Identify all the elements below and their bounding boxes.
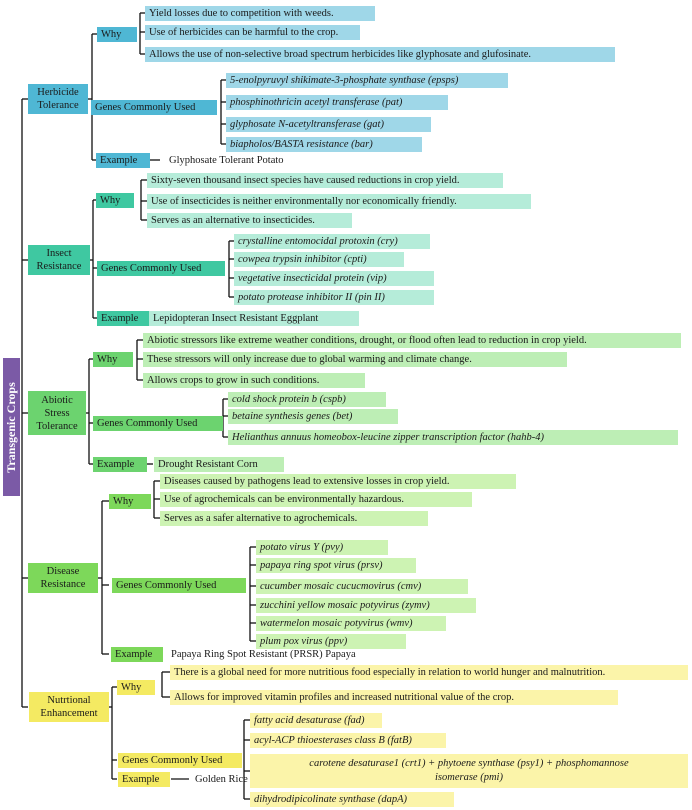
genes-label: Genes Commonly Used: [91, 100, 217, 115]
why-label: Why: [97, 27, 137, 42]
example-value: Lepidopteran Insect Resistant Eggplant: [149, 311, 359, 326]
genes-label: Genes Commonly Used: [118, 753, 242, 768]
gene-item: carotene desaturase1 (crt1) + phytoene s…: [250, 754, 688, 788]
example-label: Example: [118, 772, 170, 787]
reason-item: Serves as a safer alternative to agroche…: [160, 511, 428, 526]
why-label: Why: [96, 193, 134, 208]
gene-item: potato protease inhibitor II (pin II): [234, 290, 434, 305]
gene-item: phosphinothricin acetyl transferase (pat…: [226, 95, 448, 110]
gene-item: fatty acid desaturase (fad): [250, 713, 382, 728]
example-label: Example: [93, 457, 147, 472]
genes-label: Genes Commonly Used: [112, 578, 246, 593]
example-value: Golden Rice: [195, 774, 248, 785]
example-value: Glyphosate Tolerant Potato: [169, 155, 284, 166]
example-label: Example: [97, 311, 149, 326]
category-herbicide: Herbicide Tolerance: [28, 84, 88, 114]
root-node: Transgenic Crops: [3, 358, 20, 496]
reason-item: Yield losses due to competition with wee…: [145, 6, 375, 21]
category-disease: Disease Resistance: [28, 563, 98, 593]
reason-item: Allows the use of non-selective broad sp…: [145, 47, 615, 62]
gene-item: betaine synthesis genes (bet): [228, 409, 398, 424]
gene-item: cold shock protein b (cspb): [228, 392, 386, 407]
gene-item: potato virus Y (pvy): [256, 540, 388, 555]
gene-item: watermelon mosaic potyvirus (wmv): [256, 616, 446, 631]
example-value: Drought Resistant Corn: [154, 457, 284, 472]
category-abiotic: Abiotic Stress Tolerance: [28, 391, 86, 435]
gene-item: papaya ring spot virus (prsv): [256, 558, 416, 573]
reason-item: Allows for improved vitamin profiles and…: [170, 690, 618, 705]
gene-item: plum pox virus (ppv): [256, 634, 406, 649]
reason-item: These stressors will only increase due t…: [143, 352, 567, 367]
why-label: Why: [109, 494, 151, 509]
gene-item: biapholos/BASTA resistance (bar): [226, 137, 422, 152]
reason-item: Sixty-seven thousand insect species have…: [147, 173, 503, 188]
category-insect: Insect Resistance: [28, 245, 90, 275]
gene-item: cowpea trypsin inhibitor (cpti): [234, 252, 404, 267]
gene-item: dihydrodipicolinate synthase (dapA): [250, 792, 454, 807]
gene-item: Helianthus annuus homeobox-leucine zippe…: [228, 430, 678, 445]
gene-item: cucumber mosaic cucucmovirus (cmv): [256, 579, 468, 594]
genes-label: Genes Commonly Used: [93, 416, 223, 431]
reason-item: Diseases caused by pathogens lead to ext…: [160, 474, 516, 489]
gene-item: zucchini yellow mosaic potyvirus (zymv): [256, 598, 476, 613]
why-label: Why: [117, 680, 155, 695]
reason-item: Serves as an alternative to insecticides…: [147, 213, 352, 228]
category-nutrition: Nutrtional Enhancement: [29, 692, 109, 722]
reason-item: Abiotic stressors like extreme weather c…: [143, 333, 681, 348]
example-value: Papaya Ring Spot Resistant (PRSR) Papaya: [171, 649, 356, 660]
example-label: Example: [96, 153, 150, 168]
example-label: Example: [111, 647, 163, 662]
gene-item: 5-enolpyruvyl shikimate-3-phosphate synt…: [226, 73, 508, 88]
why-label: Why: [93, 352, 133, 367]
root-label: Transgenic Crops: [4, 381, 18, 473]
reason-item: There is a global need for more nutritio…: [170, 665, 688, 680]
gene-item: acyl-ACP thioesterases class B (fatB): [250, 733, 446, 748]
reason-item: Use of insecticides is neither environme…: [147, 194, 531, 209]
gene-item: glyphosate N-acetyltransferase (gat): [226, 117, 431, 132]
reason-item: Allows crops to grow in such conditions.: [143, 373, 365, 388]
genes-label: Genes Commonly Used: [97, 261, 225, 276]
gene-item: vegetative insecticidal protein (vip): [234, 271, 434, 286]
reason-item: Use of agrochemicals can be environmenta…: [160, 492, 472, 507]
gene-item: crystalline entomocidal protoxin (cry): [234, 234, 430, 249]
reason-item: Use of herbicides can be harmful to the …: [145, 25, 360, 40]
